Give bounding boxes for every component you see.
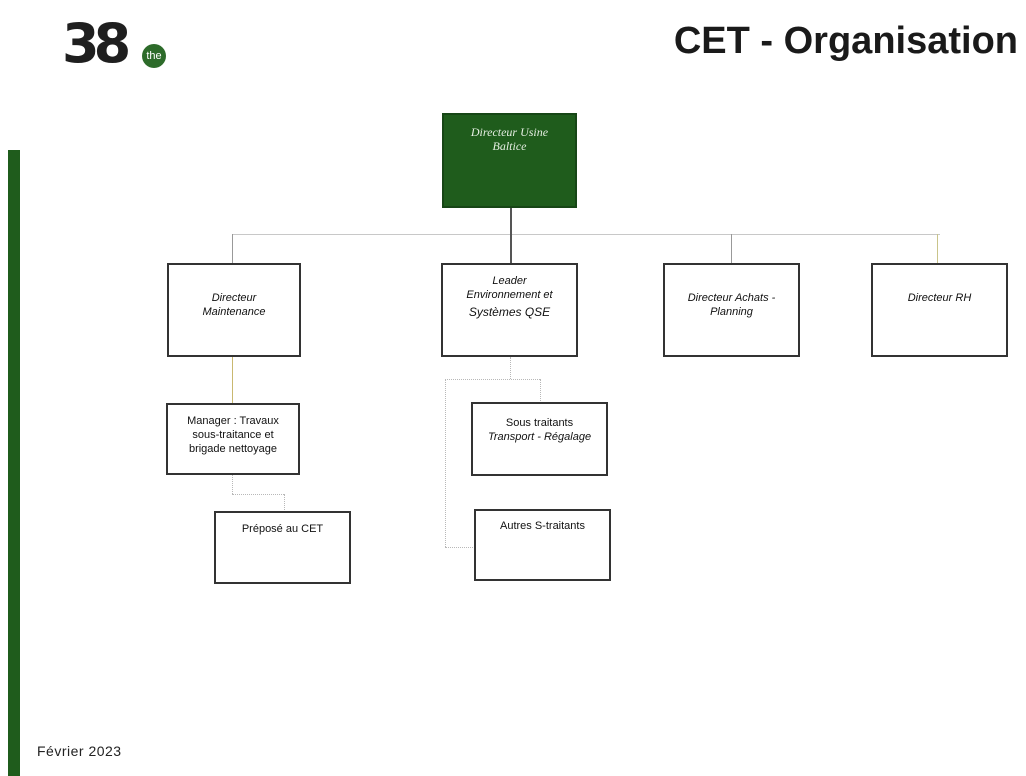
node-label: Directeur Achats - [687,292,776,304]
org-node-directeur-rh: Directeur RH [871,263,1008,357]
connector-maintenance [232,234,233,264]
connector-rh [937,234,938,264]
connector-qse-bracket-bottom [445,547,475,548]
org-node-directeur-maintenance: Directeur Maintenance [167,263,301,357]
node-label: Directeur RH [907,292,972,304]
org-node-manager-travaux: Manager : Travaux sous-traitance et brig… [166,403,300,475]
side-accent-bar [8,150,20,776]
connector-qse-bracket-left [445,379,446,547]
node-label: sous-traitance et [192,429,274,441]
org-node-directeur-achats: Directeur Achats - Planning [663,263,800,357]
footer-date: Février 2023 [37,743,122,759]
node-label: Autres S-traitants [500,520,585,532]
node-label: Leader [492,275,527,287]
node-label: Directeur [211,292,257,304]
node-label: Préposé au CET [241,523,324,535]
connector-horizontal [232,234,940,235]
node-label: Planning [710,306,753,318]
connector-manager-prepose-h [232,494,284,495]
node-label: Sous traitants [505,417,574,429]
logo-digits: 38 [62,12,131,75]
connector-qse-down [510,357,511,379]
connector-root-down [510,207,512,235]
connector-manager-prepose-v [232,474,233,494]
org-node-directeur-usine: Directeur Usine Baltice [442,113,577,208]
node-label: Maintenance [202,306,266,318]
node-label: Baltice [492,139,527,153]
connector-maintenance-manager [232,356,233,404]
connector-achats [731,234,732,264]
node-label: brigade nettoyage [188,443,278,455]
node-label: Environnement et [466,289,553,301]
connector-qse-bracket-right [540,379,541,403]
org-node-sous-traitants: Sous traitants Transport - Régalage [471,402,608,476]
node-label: Transport - Régalage [487,431,592,443]
node-label: Systèmes QSE [468,305,551,319]
connector-qse [510,234,512,264]
org-node-autres-sous-traitants: Autres S-traitants [474,509,611,581]
node-label: Directeur Usine [470,125,549,139]
connector-qse-bracket-h [445,379,540,380]
page-title: CET - Organisation [673,20,1018,62]
connector-prepose-v [284,494,285,512]
node-label: Manager : Travaux [187,415,279,427]
org-node-prepose-cet: Préposé au CET [214,511,351,584]
org-node-leader-qse: Leader Environnement et Systèmes QSE [441,263,578,357]
logo-badge: the [142,44,166,68]
